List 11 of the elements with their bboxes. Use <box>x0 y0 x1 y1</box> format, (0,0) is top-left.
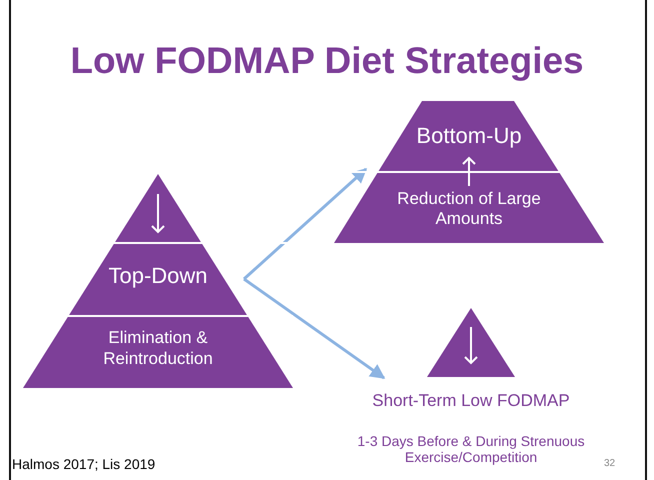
tier-text: Elimination & Reintroduction <box>102 327 214 370</box>
tier-heading: Top-Down <box>107 262 209 290</box>
tier-text: Reduction of Large Amounts <box>396 189 542 228</box>
slide-title: Low FODMAP Diet Strategies <box>69 40 585 82</box>
arrow <box>243 168 368 280</box>
page-number: 32 <box>604 458 616 469</box>
caption-note: 1-3 Days Before & During Strenuous Exercise/Competition <box>356 434 586 466</box>
citation-text: Halmos 2017; Lis 2019 <box>12 456 156 472</box>
tier-heading: Bottom-Up <box>415 123 523 148</box>
arrow <box>243 278 386 380</box>
strategy-caption: Short-Term Low FODMAP <box>371 391 571 410</box>
